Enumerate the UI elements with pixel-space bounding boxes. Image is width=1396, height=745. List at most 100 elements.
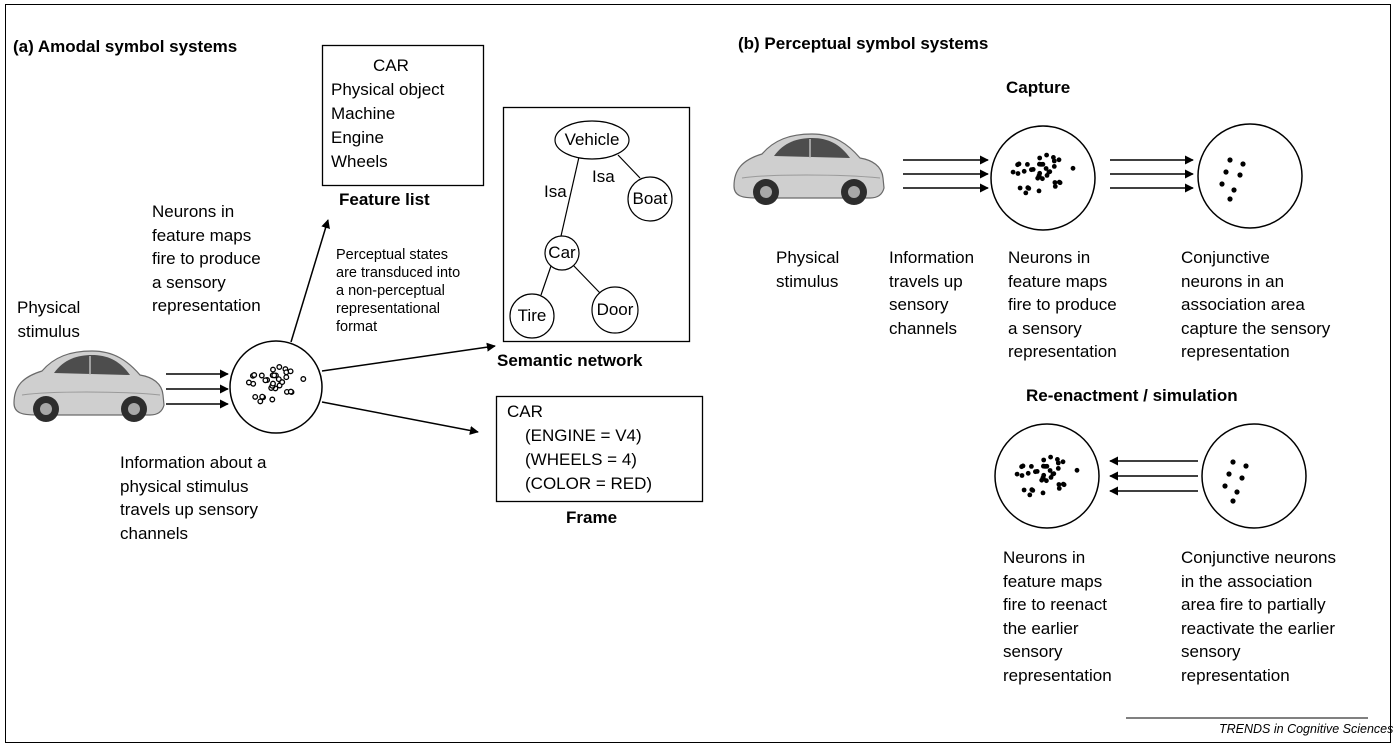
transduce-text: Perceptual states are transduced into a …: [336, 247, 461, 335]
neuron-dot: [1055, 457, 1060, 462]
neuron-dot: [1038, 162, 1044, 167]
neuron-dot: [1044, 152, 1049, 158]
neuron-dot: [1052, 180, 1058, 185]
neuron-dot: [252, 393, 259, 400]
neuron-dot: [1025, 470, 1031, 476]
frame-box: [495, 395, 704, 503]
neuron-dots-a: [245, 364, 307, 405]
neuron-dot: [1027, 492, 1033, 498]
neuron-dot: [1041, 457, 1047, 463]
frame-line: (ENGINE = V4): [525, 426, 642, 445]
neuron-dot: [1223, 169, 1229, 175]
neuron-dot: [257, 398, 264, 405]
neuron-dot: [1227, 157, 1233, 163]
figure-border: [5, 4, 1391, 743]
neuron-dot: [1226, 471, 1232, 477]
association-circle-capture: [1197, 123, 1303, 229]
neuron-dot: [269, 396, 276, 403]
arrow-to-feature-list: [290, 219, 330, 343]
arrow-to-semantic-network: [321, 342, 496, 372]
neuron-dot: [1056, 486, 1062, 491]
neuron-dot: [1015, 171, 1021, 176]
neuron-dot: [1048, 475, 1054, 480]
neuron-dot: [1051, 158, 1057, 164]
capture-heading: Capture: [1006, 78, 1071, 97]
neuron-dot: [1036, 188, 1042, 194]
panel-b-title: (b) Perceptual symbol systems: [738, 34, 989, 53]
neuron-dot: [1239, 475, 1245, 481]
node-door: Door: [596, 300, 634, 319]
neuron-dot: [1051, 471, 1057, 477]
sensory-channel-arrows-b: [903, 155, 989, 193]
feature-map-circle-reenact: [994, 423, 1100, 529]
neuron-dot: [271, 372, 278, 379]
neuron-dot: [259, 393, 266, 400]
neuron-dot: [287, 368, 294, 375]
neuron-dot: [1227, 196, 1233, 202]
neuron-dot: [251, 372, 258, 378]
neurons-text-a: Neurons in feature maps fire to produce …: [152, 202, 261, 315]
neuron-dot: [1017, 185, 1023, 191]
info-text-a: Information about a physical stimulus tr…: [120, 453, 267, 543]
neuron-dot: [1056, 482, 1062, 487]
arrow-to-frame: [321, 401, 479, 435]
feature-list-item: Engine: [331, 128, 384, 147]
neuron-dot: [262, 377, 269, 384]
node-vehicle: Vehicle: [564, 130, 620, 149]
conjunctive-label-reenact: Conjunctive neurons in the association a…: [1181, 548, 1336, 685]
neuron-dot: [270, 380, 276, 387]
node-boat: Boat: [632, 189, 668, 208]
neuron-dot: [300, 376, 307, 382]
neuron-dot: [1051, 155, 1056, 160]
neuron-dot: [1016, 161, 1022, 167]
neuron-dot: [258, 372, 265, 379]
neuron-dot: [1014, 471, 1020, 477]
neuron-dot: [1042, 464, 1048, 469]
neuron-dot: [276, 364, 283, 370]
feature-list-item: Wheels: [331, 152, 388, 171]
info-label-b: Information travels up sensory channels: [889, 248, 975, 338]
neuron-dot: [1047, 169, 1053, 175]
neuron-dot: [1021, 168, 1027, 174]
neuron-dot: [1056, 157, 1062, 163]
neuron-dot: [1051, 164, 1057, 169]
neuron-dot: [1037, 170, 1043, 176]
physical-stimulus-label-b: Physical stimulus: [776, 248, 840, 291]
neuron-dot: [1025, 185, 1031, 191]
neuron-dot: [1025, 162, 1030, 167]
physical-stimulus-label-a: Physical stimulus: [17, 298, 81, 341]
reenactment-heading: Re-enactment / simulation: [1026, 386, 1238, 405]
source-credit: TRENDS in Cognitive Sciences: [1219, 722, 1394, 736]
neurons-label-reenact: Neurons in feature maps fire to reenact …: [1003, 548, 1112, 685]
feature-list-item: Machine: [331, 104, 396, 123]
neuron-dot: [1222, 483, 1228, 489]
frame-caption: Frame: [566, 508, 618, 527]
neuron-dot: [270, 366, 276, 373]
neuron-dot: [1055, 466, 1061, 471]
node-car: Car: [548, 243, 576, 262]
feature-list-item: CAR: [373, 56, 409, 75]
neuron-dot: [1070, 165, 1076, 171]
frame-line: CAR: [507, 402, 543, 421]
neuron-dot: [245, 379, 252, 386]
neuron-dot: [1019, 473, 1025, 478]
neuron-dot: [287, 388, 294, 395]
neuron-dot: [1056, 179, 1062, 185]
neuron-dot: [279, 379, 286, 386]
semantic-network-nodes: [509, 120, 673, 339]
neuron-dot: [1048, 454, 1053, 460]
neuron-dots-reenact: [1014, 454, 1080, 498]
neuron-dot: [1219, 181, 1225, 187]
neuron-dot: [1052, 184, 1058, 189]
neuron-dot: [1044, 173, 1050, 178]
neuron-dot: [1029, 167, 1034, 173]
frame-line: (WHEELS = 4): [525, 450, 637, 469]
neuron-dot: [1023, 190, 1029, 196]
semantic-network-edges: [540, 154, 641, 296]
feature-list-caption: Feature list: [339, 190, 430, 209]
neuron-dot: [1020, 463, 1026, 469]
neuron-dot: [1043, 166, 1049, 171]
neuron-dot: [1230, 459, 1236, 465]
conjunctive-dots-reenact: [1222, 459, 1249, 504]
